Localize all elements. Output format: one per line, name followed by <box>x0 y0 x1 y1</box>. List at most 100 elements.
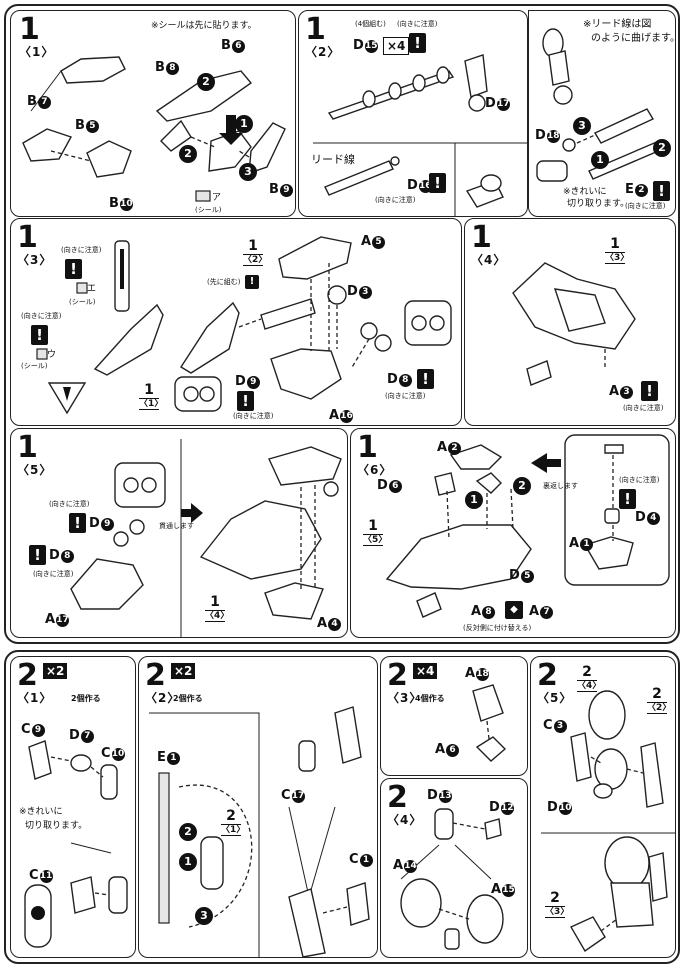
through-note: 貫通します <box>159 522 194 530</box>
d8-orientation-note: (向きに注意) <box>33 570 74 578</box>
warning-icon: ! <box>653 181 670 201</box>
warning-icon: ! <box>429 173 446 193</box>
assembly-drawing <box>22 56 286 202</box>
assembly-drawing <box>70 439 342 637</box>
assemble-first-note: (先に組む) <box>207 278 241 286</box>
warning-icon: ! <box>31 325 48 345</box>
step-number: 1〈2〉 <box>305 12 341 59</box>
warning-icon: ! <box>29 545 46 565</box>
panel-step-1-2-wire-detail: ※リード線は図 のように曲げます。 D18 3 2 1 ※きれいに 切り取ります… <box>528 10 676 217</box>
sticker-code: ア <box>212 193 222 203</box>
assembly-drawing <box>472 684 507 762</box>
step-reference-1-3: 1〈3〉 <box>605 236 630 264</box>
part-label-c10: C10 <box>101 746 125 761</box>
orientation-note: (向きに注意) <box>397 20 438 28</box>
multiplier-badge: ×2 <box>43 663 68 679</box>
d9-orientation-note: (向きに注意) <box>233 412 274 420</box>
make-count-note: 2個作る <box>71 694 101 703</box>
part-label-a17: A17 <box>45 612 70 627</box>
part-label-a18: A18 <box>465 666 490 681</box>
assemble-count-note: (4個組む) <box>355 20 386 28</box>
order-mark-2: 2 <box>179 823 197 841</box>
wire-bend-note-2: のように曲げます。 <box>591 33 676 44</box>
warning-icon: ! <box>619 489 636 509</box>
a3-orientation-note: (向きに注意) <box>623 404 664 412</box>
assembly-drawing <box>400 808 504 950</box>
step-number: 2〈4〉 <box>387 780 423 827</box>
lead-wire-label: リード線 <box>311 153 355 166</box>
part-label-d13: D13 <box>427 788 452 803</box>
step-number: 1〈6〉 <box>357 430 393 477</box>
multiplier-badge: ×4 <box>383 37 410 55</box>
part-label-d18: D18 <box>535 128 560 143</box>
warning-icon: ! <box>641 381 658 401</box>
order-mark-2: 2 <box>197 73 215 91</box>
step-number: 2〈3〉 <box>387 658 423 705</box>
step-reference-2-4: 2〈4〉 <box>577 664 602 692</box>
part-label-d12: D12 <box>489 800 514 815</box>
cut-note-2: 切り取ります。 <box>25 821 88 831</box>
part-label-d16: D16 <box>407 178 432 193</box>
step-number: 1〈5〉 <box>17 430 53 477</box>
part-label-d15: D15 <box>353 38 378 53</box>
step-number: 1〈3〉 <box>17 220 53 267</box>
order-mark-2b: 2 <box>179 145 197 163</box>
part-label-d10: D10 <box>547 800 572 815</box>
assembly-drawing <box>512 262 636 386</box>
step-number: 1〈1〉 <box>19 12 55 59</box>
d8-orientation-note: (向きに注意) <box>385 392 426 400</box>
step-number: 2〈5〉 <box>537 658 573 705</box>
order-mark-2: 2 <box>653 139 671 157</box>
panel-step-2-4: 2〈4〉 D13 D12 A14 A15 <box>380 778 528 958</box>
step-reference-2-2: 2〈2〉 <box>647 686 672 714</box>
warning-icon: ! <box>69 513 86 533</box>
sticker-label: (シール) <box>195 206 222 214</box>
wire-bend-note-1: ※リード線は図 <box>583 19 652 30</box>
sticker-first-note: ※シールは先に貼ります。 <box>151 21 257 31</box>
cut-note-2: 切り取ります。 <box>567 199 630 209</box>
part-label-a14: A14 <box>393 858 418 873</box>
e2-orientation-note: (向きに注意) <box>625 202 666 210</box>
step-number: 1〈4〉 <box>471 220 507 267</box>
order-mark-1: 1 <box>465 491 483 509</box>
part-label-a15: A15 <box>491 882 516 897</box>
panel-step-1-2: 1〈2〉 (4個組む) (向きに注意) D15 ×4 ! D17 リード線 D1… <box>298 10 528 217</box>
d16-orientation-note: (向きに注意) <box>375 196 416 204</box>
panel-step-1-3: 1〈3〉 (向きに注意) ! エ (シール) (向きに注意) ! ウ (シール) <box>10 218 462 426</box>
swap-note: (反対側に付け替える) <box>463 624 532 632</box>
order-mark-1: 1 <box>179 853 197 871</box>
sticker-label: (シール) <box>21 362 48 370</box>
assembly-drawing <box>36 236 452 415</box>
orientation-note: (向きに注意) <box>49 500 90 508</box>
step-number: 2〈2〉 <box>145 658 181 705</box>
step-reference-2-1: 2〈1〉 <box>221 808 246 836</box>
multiplier-badge: ×2 <box>171 663 196 679</box>
orientation-note: (向きに注意) <box>21 312 62 320</box>
sticker-code-e: エ <box>87 284 97 294</box>
multiplier-badge: ×4 <box>413 663 438 679</box>
